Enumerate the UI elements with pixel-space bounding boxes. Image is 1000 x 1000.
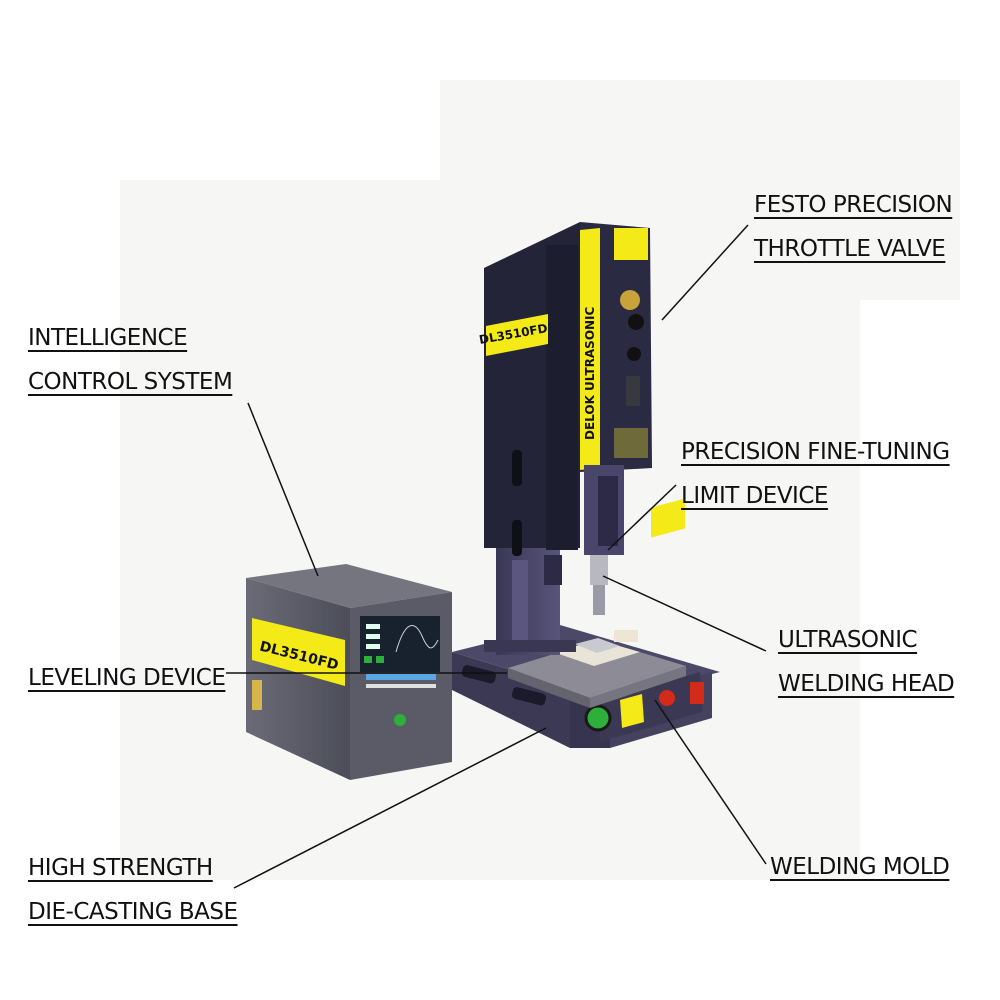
- controller-box: [246, 564, 452, 780]
- leader-line-head: [602, 575, 767, 652]
- model-label-plate: [486, 314, 548, 356]
- callout-welding-head: ULTRASONIC WELDING HEAD: [778, 618, 955, 706]
- handle-icon: [512, 450, 522, 486]
- welding-horn: [593, 585, 605, 615]
- press-head: [484, 222, 652, 615]
- controller-power-icon: [394, 714, 406, 726]
- power-button-icon: [584, 704, 612, 732]
- callout-line-2: WELDING HEAD: [778, 671, 955, 697]
- callout-fine-tuning: PRECISION FINE-TUNING LIMIT DEVICE: [681, 430, 950, 518]
- callout-line-1: FESTO PRECISION: [754, 192, 953, 218]
- callout-line-1: WELDING MOLD: [770, 854, 950, 880]
- throttle-valve-icon: [620, 290, 640, 310]
- controller-label-plate: [252, 618, 345, 686]
- callout-leveling: LEVELING DEVICE: [28, 656, 226, 700]
- leader-line-mold: [654, 699, 767, 865]
- callout-line-1: HIGH STRENGTH: [28, 855, 213, 881]
- machine-brand-text: DELOK ULTRASONIC: [583, 306, 597, 440]
- leader-line-control: [247, 402, 319, 577]
- callout-line-2: CONTROL SYSTEM: [28, 369, 233, 395]
- leader-line-fine-tuning: [607, 484, 677, 551]
- callout-line-1: LEVELING DEVICE: [28, 665, 226, 691]
- callout-line-1: PRECISION FINE-TUNING: [681, 439, 950, 465]
- warning-label-icon: [620, 694, 644, 728]
- column: [484, 545, 576, 655]
- callout-line-1: ULTRASONIC: [778, 627, 918, 653]
- callout-festo-valve: FESTO PRECISION THROTTLE VALVE: [754, 183, 953, 271]
- callout-line-1: INTELLIGENCE: [28, 325, 188, 351]
- callout-base: HIGH STRENGTH DIE-CASTING BASE: [28, 846, 238, 934]
- leader-line-festo: [661, 224, 749, 321]
- callout-lines: [226, 224, 767, 889]
- callout-line-2: LIMIT DEVICE: [681, 483, 828, 509]
- emergency-stop-icon: [659, 690, 675, 706]
- brand-strip: [580, 228, 600, 470]
- handle-icon: [512, 520, 522, 556]
- callout-line-2: THROTTLE VALVE: [754, 236, 946, 262]
- callout-line-2: DIE-CASTING BASE: [28, 899, 238, 925]
- leader-line-base: [233, 727, 547, 889]
- callout-intelligence-control: INTELLIGENCE CONTROL SYSTEM: [28, 316, 233, 404]
- callout-welding-mold: WELDING MOLD: [770, 845, 950, 889]
- emergency-stop-plate: [651, 498, 685, 538]
- limit-device: [598, 476, 618, 546]
